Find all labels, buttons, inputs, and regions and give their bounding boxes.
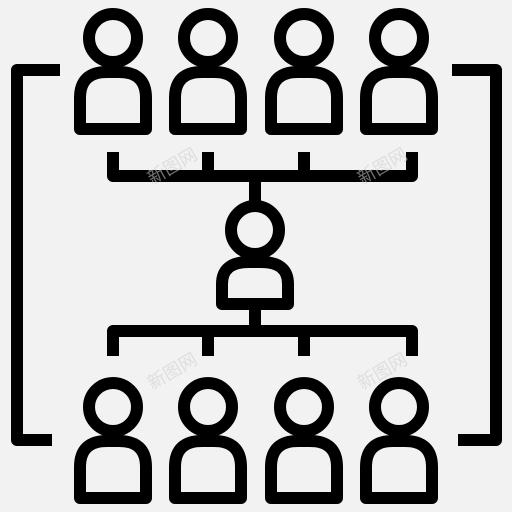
top-connector (107, 152, 418, 201)
right-bracket (452, 64, 502, 446)
bottom-connector (107, 304, 418, 356)
watermark-text: 新图网 (354, 144, 411, 189)
person-icon (74, 377, 152, 504)
watermark-text: 新图网 (144, 144, 201, 189)
left-bracket (11, 64, 60, 446)
person-icon (169, 377, 247, 504)
leader-person-icon (216, 200, 294, 310)
person-icon (169, 8, 247, 135)
bottom-team-row (74, 377, 438, 504)
person-icon (265, 8, 343, 135)
person-icon (74, 8, 152, 135)
top-team-row (74, 8, 438, 135)
person-icon (265, 377, 343, 504)
person-icon (360, 377, 438, 504)
person-icon (360, 8, 438, 135)
